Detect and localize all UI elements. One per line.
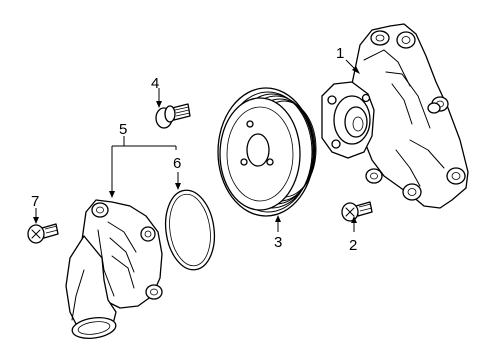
water-pump-housing: [321, 23, 469, 209]
callout-4: 4: [151, 75, 159, 92]
callout-7: 7: [31, 193, 39, 210]
callout-6: 6: [173, 155, 181, 172]
bolt-7: [27, 223, 59, 244]
leader-4: [156, 88, 162, 108]
leader-3: [275, 215, 281, 232]
o-ring: [164, 189, 216, 271]
leader-1: [345, 59, 360, 74]
callout-5: 5: [119, 121, 127, 138]
leader-7: [33, 208, 39, 224]
pulley: [217, 87, 317, 217]
callout-1: 1: [336, 45, 344, 62]
callout-2: 2: [349, 237, 357, 254]
leader-5: [109, 136, 177, 198]
bolt-4: [155, 103, 191, 129]
coolant-outlet-housing: [65, 199, 163, 340]
bolt-2: [341, 201, 373, 222]
leader-2: [351, 216, 357, 232]
leader-6: [175, 172, 181, 190]
callout-3: 3: [274, 234, 282, 251]
